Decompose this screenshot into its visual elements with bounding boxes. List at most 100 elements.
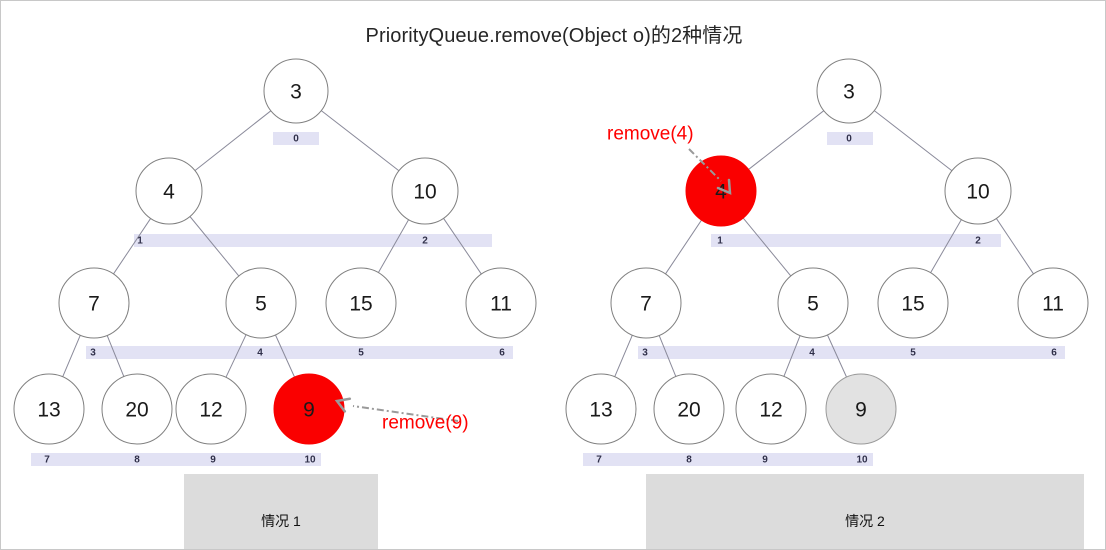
tree-edge: [873, 110, 953, 172]
tree-node-9[interactable]: [273, 373, 345, 445]
array-index-label: 0: [293, 134, 299, 145]
tree-edge: [274, 334, 296, 378]
tree-node-label: 5: [807, 293, 819, 316]
caption-heading: 情况 1: [261, 513, 301, 529]
tree-node-label: 3: [290, 81, 302, 104]
index-band-level-1: [711, 234, 1001, 247]
tree-node-3[interactable]: [816, 58, 882, 124]
page-title: PriorityQueue.remove(Object o)的2种情况: [365, 25, 743, 47]
array-index-label: 1: [137, 236, 143, 247]
array-index-label: 6: [499, 348, 505, 359]
index-band-level-3: [583, 453, 873, 466]
tree-node-4[interactable]: [685, 155, 757, 227]
tree-node-5[interactable]: [777, 267, 849, 339]
tree-node-label: 9: [303, 399, 315, 422]
array-index-label: 0: [846, 134, 852, 145]
tree-node-10[interactable]: [944, 157, 1012, 225]
tree-node-12[interactable]: [735, 373, 807, 445]
tree-node-4[interactable]: [135, 157, 203, 225]
array-index-label: 5: [358, 348, 364, 359]
tree-edge: [113, 218, 152, 275]
tree-node-7[interactable]: [58, 267, 130, 339]
tree-edge: [62, 335, 81, 377]
tree-node-label: 3: [843, 81, 855, 104]
array-index-label: 7: [44, 455, 50, 466]
tree-edge: [320, 110, 400, 172]
tree-node-11[interactable]: [1017, 267, 1089, 339]
tree-node-20[interactable]: [101, 373, 173, 445]
index-band-level-0: [273, 132, 319, 145]
array-index-label: 5: [910, 348, 916, 359]
tree-node-label: 11: [490, 293, 512, 316]
array-index-label: 2: [422, 236, 428, 247]
array-index-label: 3: [90, 348, 96, 359]
tree-node-15[interactable]: [325, 267, 397, 339]
tree-node-13[interactable]: [565, 373, 637, 445]
tree-edge: [225, 334, 247, 378]
array-index-label: 4: [257, 348, 263, 359]
tree-node-label: 15: [349, 293, 372, 316]
tree-edge: [995, 218, 1034, 275]
index-band-level-3: [31, 453, 321, 466]
tree-node-10[interactable]: [391, 157, 459, 225]
tree-node-label: 11: [1042, 293, 1064, 316]
array-index-label: 3: [642, 348, 648, 359]
array-index-label: 9: [210, 455, 216, 466]
tree-node-9[interactable]: [825, 373, 897, 445]
tree-node-label: 4: [163, 181, 175, 204]
tree-node-20[interactable]: [653, 373, 725, 445]
caption-heading: 情况 2: [845, 513, 885, 529]
tree-edge: [826, 334, 848, 378]
tree-node-label: 12: [199, 399, 222, 422]
tree-edge: [194, 110, 272, 171]
tree-node-13[interactable]: [13, 373, 85, 445]
array-index-label: 7: [596, 455, 602, 466]
tree-edge: [748, 110, 825, 170]
tree-edge: [783, 335, 801, 377]
annotation-leader-line: [352, 405, 459, 422]
tree-edge: [742, 217, 792, 277]
tree-node-label: 20: [677, 399, 700, 422]
tree-edge: [377, 219, 410, 273]
tree-edge: [106, 335, 125, 377]
tree-edge: [658, 335, 677, 377]
annotation-case-1: remove(9): [334, 397, 469, 434]
annotation-label: remove(4): [607, 124, 694, 145]
annotation-label: remove(9): [382, 413, 469, 434]
tree-node-3[interactable]: [263, 58, 329, 124]
tree-node-5[interactable]: [225, 267, 297, 339]
tree-node-label: 4: [715, 181, 727, 204]
tree-edge: [189, 216, 240, 277]
tree-node-label: 5: [255, 293, 267, 316]
index-band-level-0: [827, 132, 873, 145]
tree-edge: [614, 335, 633, 377]
annotation-arrowhead: [716, 178, 732, 195]
array-index-label: 8: [134, 455, 140, 466]
tree-node-label: 10: [966, 181, 989, 204]
tree-node-7[interactable]: [610, 267, 682, 339]
array-index-label: 8: [686, 455, 692, 466]
tree-edge: [443, 218, 482, 275]
tree-node-label: 7: [640, 293, 652, 316]
tree-node-15[interactable]: [877, 267, 949, 339]
annotation-leader-line: [688, 148, 722, 182]
array-index-label: 10: [304, 455, 316, 466]
index-band-level-2: [638, 346, 1065, 359]
array-index-label: 2: [975, 236, 981, 247]
tree-edge: [665, 219, 702, 275]
tree-node-label: 9: [855, 399, 867, 422]
tree-node-11[interactable]: [465, 267, 537, 339]
index-band-level-2: [86, 346, 513, 359]
array-index-label: 4: [809, 348, 815, 359]
caption-case-2: 情况 2 删除的不是最后一个元素 从删除点开始以最后一个元素为参照调用一次sif…: [646, 474, 1084, 549]
array-index-label: 6: [1051, 348, 1057, 359]
tree-node-12[interactable]: [175, 373, 247, 445]
tree-node-label: 20: [125, 399, 148, 422]
index-band-level-1: [134, 234, 492, 247]
annotation-arrowhead: [334, 397, 352, 413]
array-index-label: 1: [717, 236, 723, 247]
